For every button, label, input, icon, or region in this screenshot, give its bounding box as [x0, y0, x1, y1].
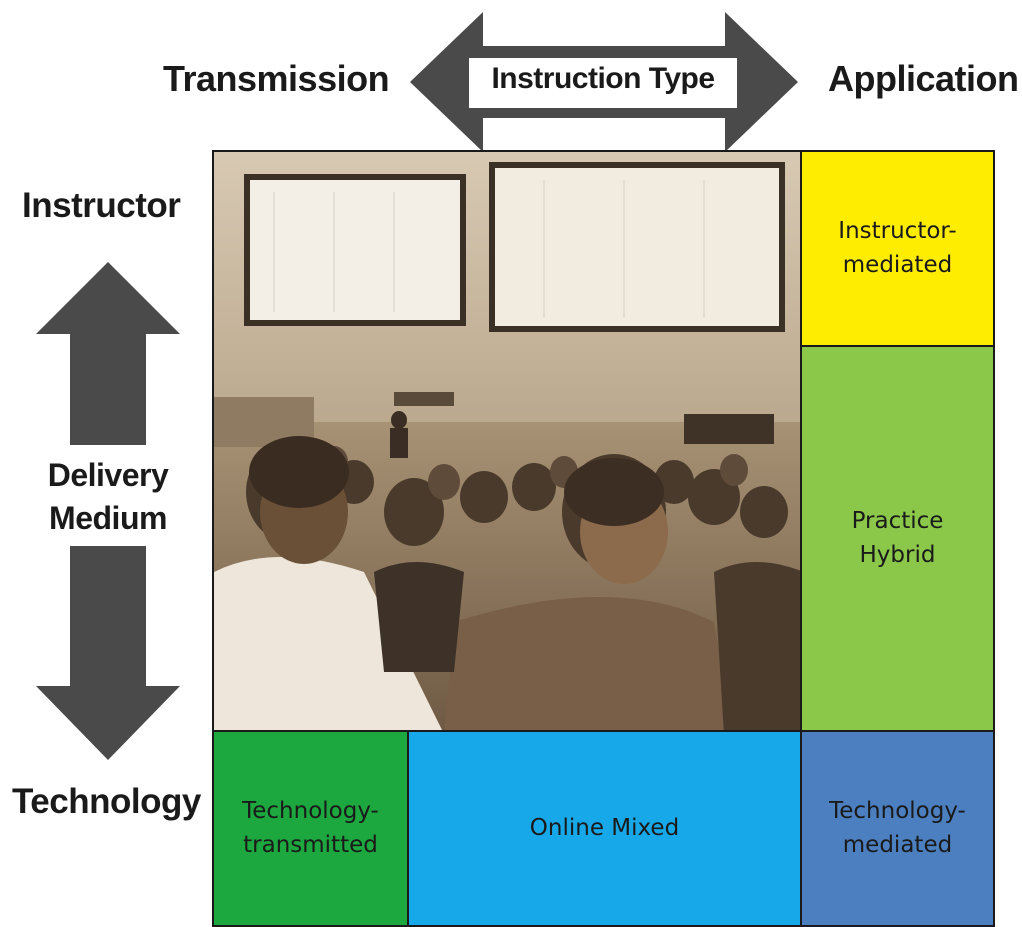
online-mixed-label: Online Mixed — [529, 814, 680, 841]
instructor-label: Instructor — [22, 186, 181, 225]
medium-label: Medium — [49, 500, 167, 536]
instructor-mediated-line2: mediated — [842, 251, 953, 278]
down-arrow — [36, 546, 180, 760]
lecture-hall-photo — [212, 150, 802, 732]
instruction-type-label: Instruction Type — [491, 62, 715, 95]
technology-mediated-line1: Technology- — [829, 798, 966, 825]
up-arrow — [36, 262, 180, 445]
technology-transmitted-cell: Technology- transmitted — [212, 730, 409, 927]
practice-hybrid-cell: Practice Hybrid — [800, 345, 995, 732]
technology-transmitted-line2: transmitted — [243, 831, 378, 858]
technology-mediated-line2: mediated — [842, 831, 953, 858]
instruction-type-label-box — [467, 56, 739, 110]
practice-hybrid-line2: Hybrid — [859, 541, 936, 568]
transmission-label: Transmission — [163, 58, 390, 99]
online-mixed-cell: Online Mixed — [407, 730, 802, 927]
technology-label: Technology — [12, 782, 201, 821]
practice-hybrid-line1: Practice — [851, 508, 944, 535]
technology-mediated-cell: Technology- mediated — [800, 730, 995, 927]
instructor-mediated-line1: Instructor- — [838, 218, 957, 245]
technology-transmitted-line1: Technology- — [242, 798, 379, 825]
instructor-mediated-cell: Instructor- mediated — [800, 150, 995, 347]
lecture-hall-illustration — [214, 152, 800, 730]
delivery-label: Delivery — [47, 457, 169, 493]
application-label: Application — [828, 58, 1019, 99]
